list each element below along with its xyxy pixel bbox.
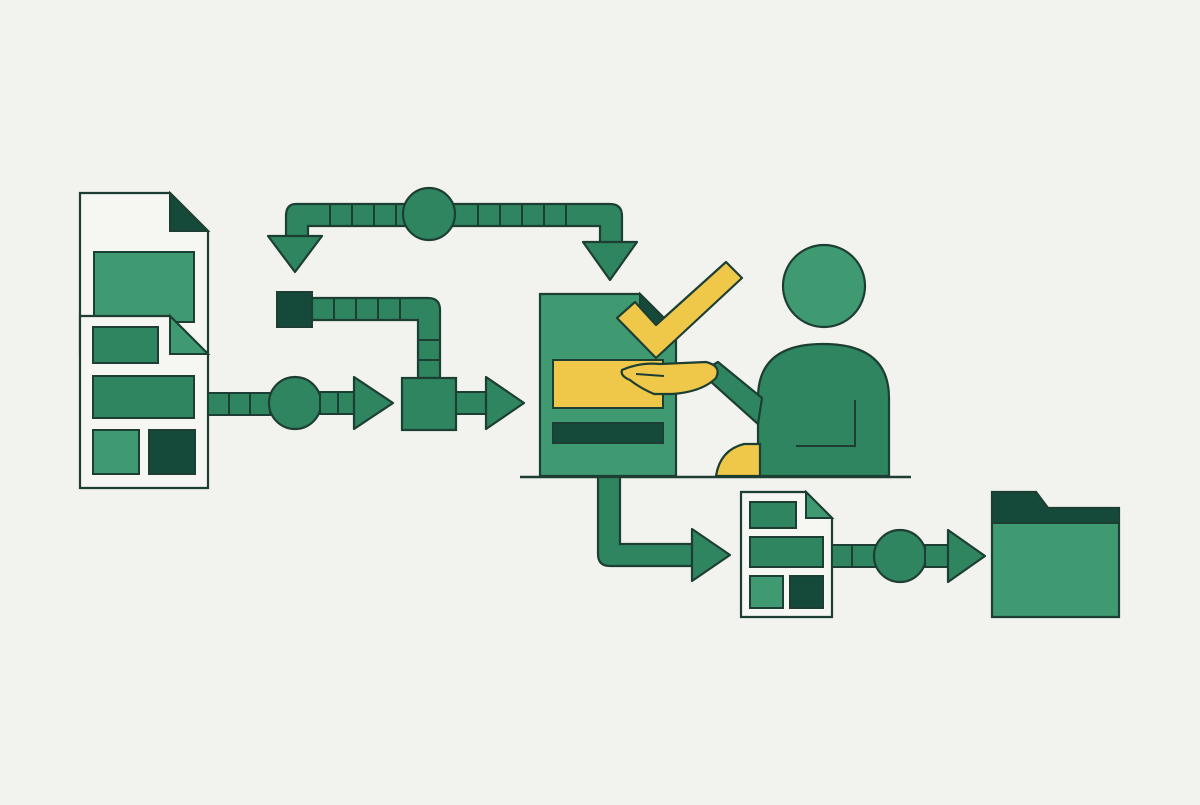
loop-arrow-down-right bbox=[581, 240, 639, 282]
reviewer-person-icon bbox=[620, 243, 891, 478]
archive-flow bbox=[831, 528, 987, 584]
output-flow bbox=[596, 475, 732, 583]
loop-return-track bbox=[276, 291, 442, 380]
person-body bbox=[756, 342, 891, 478]
person-hand bbox=[620, 360, 719, 396]
folder-icon bbox=[990, 490, 1121, 619]
loop-arrow-down-left bbox=[266, 234, 324, 274]
person-body-detail bbox=[796, 400, 856, 447]
arrow-right-icon bbox=[924, 528, 987, 584]
front-document bbox=[78, 313, 211, 490]
feedback-loop-arrow-icon bbox=[266, 186, 639, 282]
connector-node-icon bbox=[401, 186, 457, 242]
form-dark-bar bbox=[552, 422, 664, 444]
stacked-documents-icon bbox=[78, 190, 211, 490]
arrow-right-icon bbox=[455, 375, 526, 431]
loop-junction-square bbox=[276, 291, 313, 328]
arrow-right-icon bbox=[319, 375, 395, 431]
person-head bbox=[781, 243, 867, 329]
output-document-icon bbox=[739, 489, 835, 619]
checkmark-icon bbox=[615, 260, 744, 360]
connector-node-icon bbox=[872, 528, 928, 584]
connector-node-icon bbox=[267, 375, 323, 431]
back-document bbox=[78, 190, 211, 354]
input-flow bbox=[207, 375, 526, 432]
person-hand-desk bbox=[714, 442, 762, 478]
arrow-right-icon bbox=[690, 527, 732, 583]
processing-square bbox=[400, 376, 458, 432]
